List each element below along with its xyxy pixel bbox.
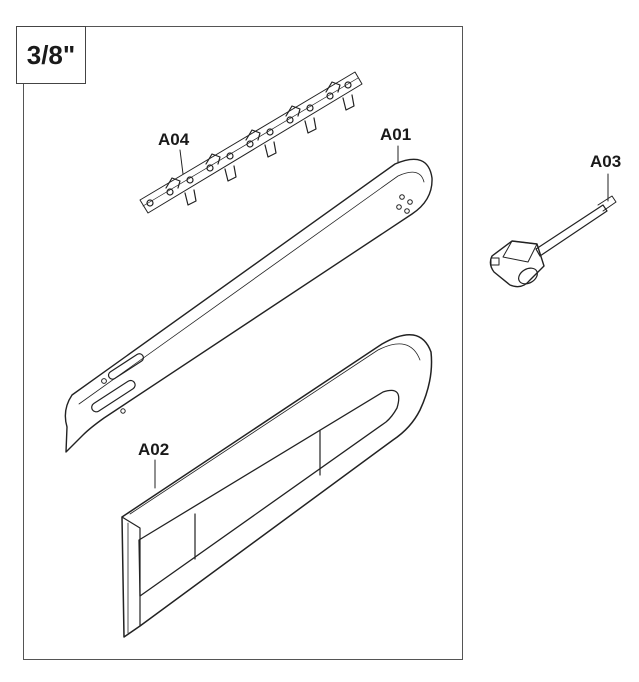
- callout-a02: A02: [138, 440, 170, 459]
- saw-chain-icon: [139, 71, 363, 214]
- callout-line-a04: [179, 149, 184, 175]
- callout-a03: A03: [590, 152, 622, 171]
- bar-cover-icon: [121, 333, 433, 638]
- combination-wrench-icon: [489, 195, 617, 288]
- callout-a01: A01: [380, 125, 412, 144]
- callout-a04: A04: [158, 130, 190, 149]
- diagram-frame: [23, 26, 463, 660]
- chain-pitch-label: 3/8": [16, 26, 86, 84]
- guide-bar-icon: [64, 158, 433, 453]
